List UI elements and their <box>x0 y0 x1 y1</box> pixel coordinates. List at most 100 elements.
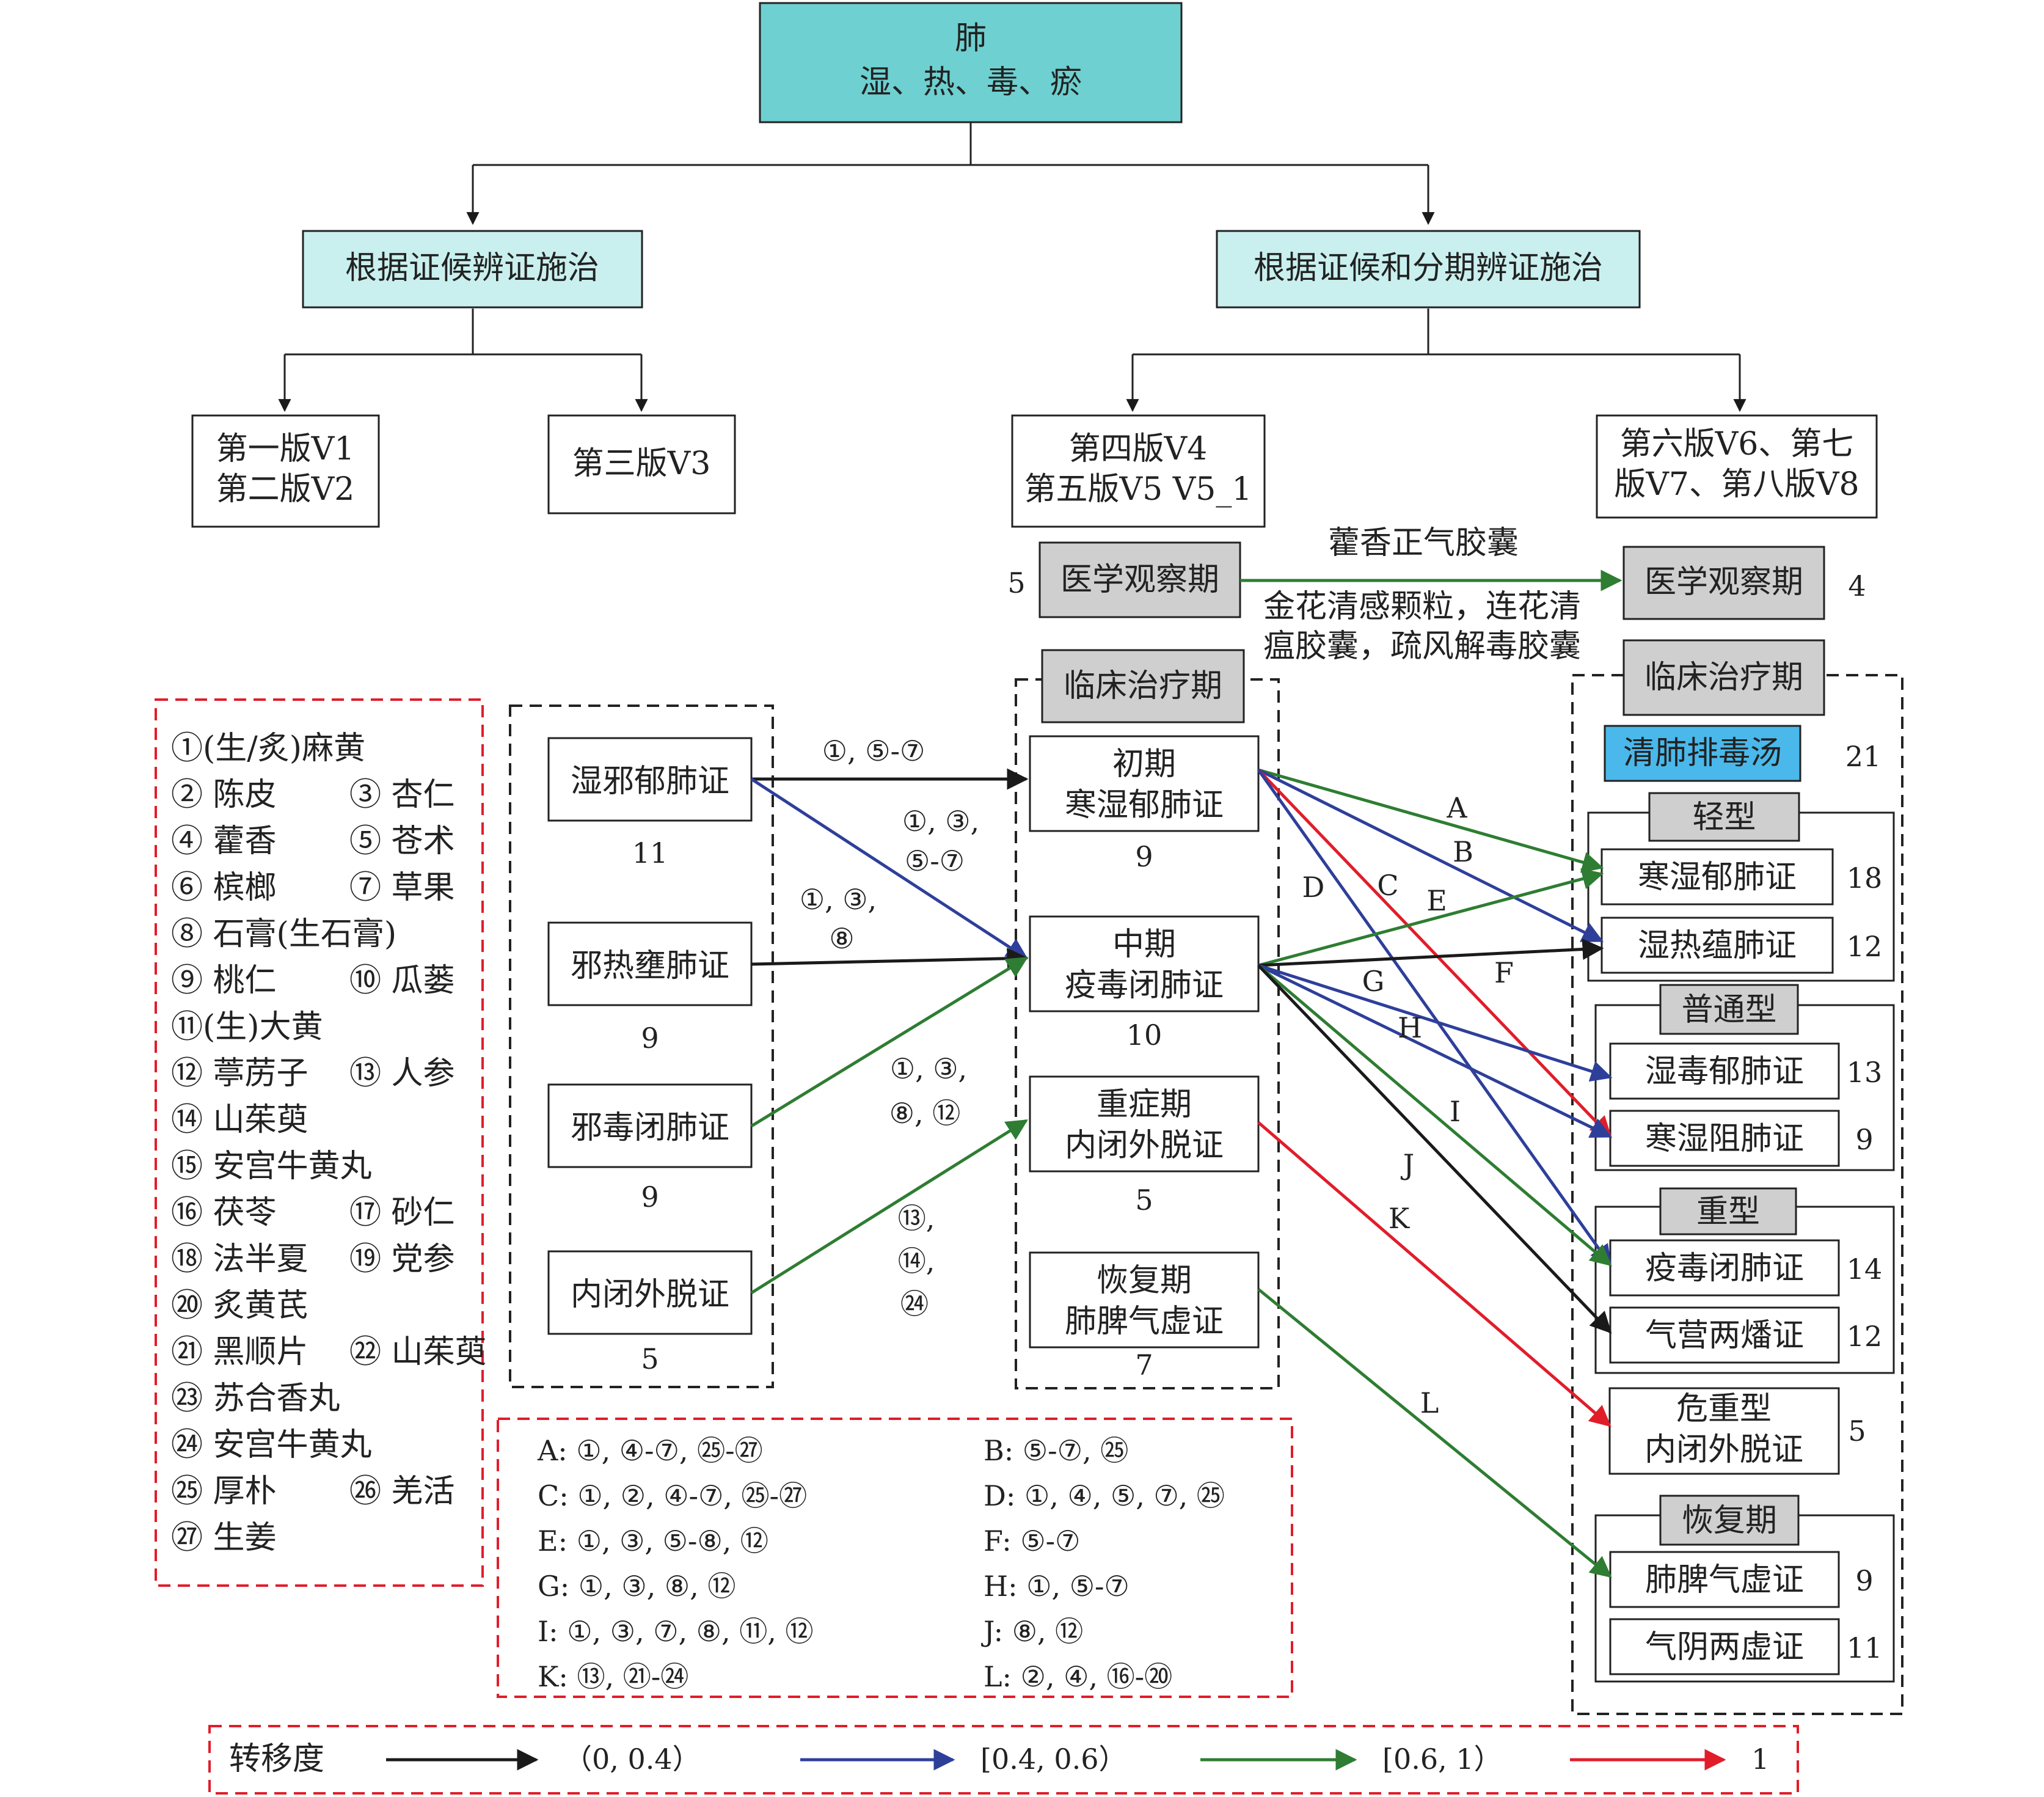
right-syndrome-box <box>1609 1239 1840 1297</box>
arrow-letter-d: D <box>1302 871 1325 904</box>
flow-label-a5-2: ⑭, <box>898 1245 935 1278</box>
mid-stage-panel <box>1015 678 1280 1389</box>
mid-stage-box <box>1029 1251 1260 1349</box>
mid-stage-count: 9 <box>1135 840 1153 873</box>
right-group-tab <box>1659 1187 1797 1235</box>
herb-item: ①(生/炙)麻黄 <box>171 730 365 767</box>
mid-stage-syndrome: 疫毒闭肺证 <box>1065 967 1224 1004</box>
arrow-J <box>1257 964 1612 1334</box>
version-v4: 第四版V4 <box>1069 431 1208 467</box>
version-v6-v7: 第六版V6、第七 <box>1620 426 1854 463</box>
herb-item: ③ 杏仁 <box>349 777 455 813</box>
version-v2: 第二版V2 <box>216 471 355 508</box>
formula-legend-item: A: ①, ④-⑦, ㉕-㉗ <box>537 1434 763 1467</box>
arrow-letter-l: L <box>1420 1386 1439 1419</box>
right-syndrome-name: 气营两燔证 <box>1645 1317 1804 1354</box>
right-syndrome-count: 13 <box>1847 1056 1883 1089</box>
arrow-letter-i: I <box>1450 1095 1461 1128</box>
arrow-B <box>1257 768 1604 943</box>
root-subtitle: 湿、热、毒、瘀 <box>860 64 1082 101</box>
right-syndrome-box <box>1609 1306 1840 1364</box>
left-syndrome-box <box>547 1083 753 1168</box>
observation-drug-top: 藿香正气胶囊 <box>1328 525 1519 562</box>
right-group-title: 恢复期 <box>1682 1502 1777 1539</box>
arrow-A <box>1258 768 1604 873</box>
arrow-L <box>1257 1288 1612 1578</box>
herb-item: ㉕ 厚朴 <box>171 1473 277 1510</box>
arrow-C <box>1257 769 1612 1138</box>
formula-count: 21 <box>1845 740 1882 773</box>
version-v1-v2-box <box>191 414 380 528</box>
transfer-legend: 转移度（0, 0.4）[0.4, 0.6）[0.6, 1）1 <box>229 1741 1769 1777</box>
right-syndrome-name: 疫毒闭肺证 <box>1645 1250 1804 1287</box>
herb-item: ⑪(生)大黄 <box>171 1009 323 1045</box>
mid-stage-name: 重症期 <box>1097 1086 1192 1123</box>
critical-box <box>1608 1387 1840 1475</box>
clinical-label-box-right <box>1622 639 1825 716</box>
arrow-l4-m3 <box>750 1119 1028 1295</box>
arrow-letter-g: G <box>1362 965 1385 998</box>
right-syndrome-name: 肺脾气虚证 <box>1645 1562 1804 1598</box>
transfer-legend-label: [0.6, 1） <box>1382 1743 1502 1776</box>
mid-stage-box <box>1029 735 1260 832</box>
clinical-label-box-mid <box>1041 649 1245 723</box>
formula-legend-item: H: ①, ⑤-⑦ <box>984 1570 1130 1603</box>
arrow-letter-k: K <box>1389 1202 1411 1235</box>
formula-legend-item: L: ②, ④, ⑯-⑳ <box>984 1660 1172 1693</box>
flow-label-a5-3: ㉔ <box>900 1287 929 1320</box>
right-group-title: 轻型 <box>1692 799 1756 836</box>
formula-box <box>1604 725 1801 782</box>
branch-stage-box <box>1216 230 1641 309</box>
herb-item: ㉓ 苏合香丸 <box>171 1380 340 1417</box>
flow-label-a5-1: ⑬, <box>898 1202 935 1235</box>
branch-stage-label: 根据证候和分期辨证施治 <box>1254 250 1603 287</box>
formula-legend-panel <box>497 1418 1293 1698</box>
critical-syndrome: 内闭外脱证 <box>1644 1432 1803 1468</box>
arrow-I <box>1257 964 1612 1267</box>
formula-legend-item: I: ①, ③, ⑦, ⑧, ⑪, ⑫ <box>538 1615 813 1648</box>
arrow-letter-j: J <box>1401 1148 1414 1181</box>
mid-stage-syndrome: 肺脾气虚证 <box>1065 1303 1224 1340</box>
flow-label-a4-2: ⑧, ⑫ <box>889 1097 960 1130</box>
arrow-l1-m2 <box>750 777 1028 960</box>
transfer-legend-label: 1 <box>1751 1743 1769 1776</box>
formula-legend-item: G: ①, ③, ⑧, ⑫ <box>538 1570 735 1603</box>
observation-drug-line2: 瘟胶囊，疏风解毒胶囊 <box>1263 628 1581 665</box>
arrow-l3-m2 <box>750 956 1028 1128</box>
herb-item: ⑳ 炙黄芪 <box>171 1287 308 1324</box>
branch-syndrome-box <box>302 230 643 309</box>
mid-stage-box <box>1029 1075 1260 1173</box>
herb-item: ⑮ 安宫牛黄丸 <box>171 1148 372 1185</box>
herb-item: ㉒ 山茱萸 <box>349 1334 487 1371</box>
critical-type: 危重型 <box>1676 1391 1772 1427</box>
mid-stage-name: 初期 <box>1112 746 1176 783</box>
flow-label-a3-2: ⑧ <box>829 922 854 955</box>
version-v7-v8: 版V7、第八版V8 <box>1614 466 1859 503</box>
left-syndrome-name: 内闭外脱证 <box>571 1276 729 1313</box>
tree-connectors <box>278 122 1747 412</box>
observation-label-right: 医学观察期 <box>1644 564 1803 601</box>
herb-item: ⑬ 人参 <box>349 1055 455 1092</box>
right-group-tab <box>1659 984 1799 1035</box>
right-syndrome-name: 湿毒郁肺证 <box>1645 1053 1804 1090</box>
clinical-label-mid: 临床治疗期 <box>1064 668 1222 705</box>
right-syndrome-count: 11 <box>1847 1631 1883 1664</box>
flow-label-a1: ①, ⑤-⑦ <box>822 734 925 767</box>
formula-legend-item: K: ⑬, ㉑-㉔ <box>538 1660 688 1693</box>
formula-legend-item: J: ⑧, ⑫ <box>981 1615 1083 1648</box>
herb-item: ⑯ 茯苓 <box>171 1195 277 1231</box>
right-syndrome-box <box>1609 1618 1840 1675</box>
formula-label: 清肺排毒汤 <box>1623 735 1782 772</box>
right-syndrome-count: 18 <box>1847 862 1883 895</box>
formula-legend-item: D: ①, ④, ⑤, ⑦, ㉕ <box>984 1479 1225 1512</box>
mid-stage-syndrome: 寒湿郁肺证 <box>1065 787 1224 824</box>
herb-item: ⑦ 草果 <box>349 869 455 906</box>
branch-syndrome-label: 根据证候辨证施治 <box>345 250 599 287</box>
left-syndrome-count: 9 <box>641 1180 659 1213</box>
herb-item: ⑭ 山茱萸 <box>171 1102 308 1138</box>
left-syndrome-count: 11 <box>632 836 668 869</box>
herb-legend-panel <box>155 698 484 1587</box>
